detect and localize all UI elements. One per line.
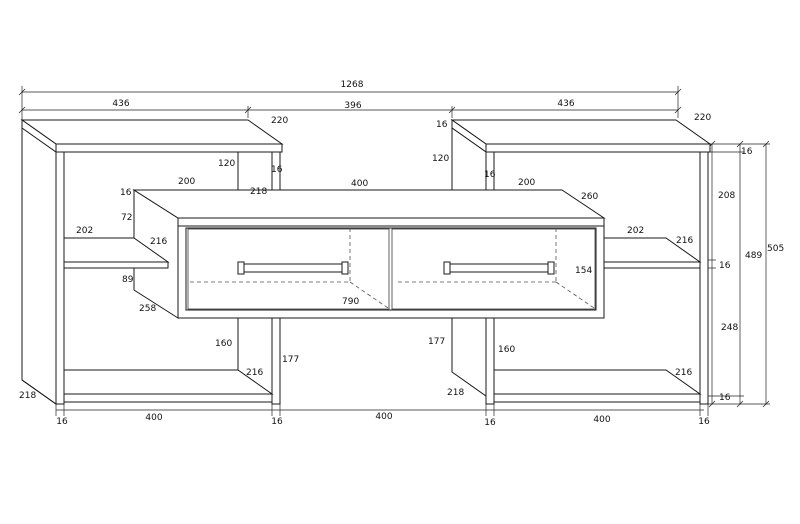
dim-left-bottom-depth: 216 bbox=[246, 368, 263, 378]
dim-left-lower-block-height: 160 bbox=[215, 339, 232, 349]
dimension-labels: 1268 436 396 436 220 220 16 16 120 120 1… bbox=[19, 80, 784, 428]
dim-right-shelf-thk: 16 bbox=[719, 261, 731, 271]
dim-left-base-depth: 218 bbox=[19, 391, 36, 401]
dim-left-upper-depth: 218 bbox=[250, 187, 267, 197]
dim-right-upper-block-height: 120 bbox=[432, 154, 449, 164]
dim-right-top-thk: 16 bbox=[741, 147, 753, 157]
dim-right-lower-block-height: 160 bbox=[498, 345, 515, 355]
dim-top-depth-right: 220 bbox=[694, 113, 711, 123]
dim-bottom-right-span: 400 bbox=[593, 415, 610, 425]
dim-right-shelf-depth: 216 bbox=[676, 236, 693, 246]
dim-drawer-height: 154 bbox=[575, 266, 592, 276]
dim-inner-height: 489 bbox=[745, 251, 762, 261]
dim-right-base-depth: 218 bbox=[447, 388, 464, 398]
dim-total-height: 505 bbox=[767, 244, 784, 254]
dim-base-thk-a: 16 bbox=[56, 417, 68, 427]
drawer-handle-right bbox=[443, 261, 555, 275]
dim-right-upper-height: 208 bbox=[718, 191, 735, 201]
dim-console-top-width: 400 bbox=[351, 179, 368, 189]
drawer-handle-left bbox=[237, 261, 349, 275]
dim-right-upper-block-thk: 16 bbox=[484, 170, 496, 180]
dim-right-base-thk: 16 bbox=[719, 393, 731, 403]
dim-left-lower-gap: 89 bbox=[122, 275, 134, 285]
dim-right-shelf-length: 202 bbox=[627, 226, 644, 236]
dim-left-shelf-depth: 216 bbox=[150, 237, 167, 247]
dim-right-unit-width: 436 bbox=[557, 99, 574, 109]
dim-right-lower-height: 248 bbox=[721, 323, 738, 333]
dim-left-lower-block-clear: 177 bbox=[282, 355, 299, 365]
dim-console-side-thk: 16 bbox=[120, 188, 132, 198]
dim-left-console-depth: 258 bbox=[139, 304, 156, 314]
dim-right-bottom-depth: 216 bbox=[675, 368, 692, 378]
hidden-drawer-lines bbox=[190, 228, 595, 309]
dimension-lines bbox=[18, 86, 770, 416]
dim-right-console-depth: 260 bbox=[581, 192, 598, 202]
dim-right-mid-shelf: 200 bbox=[518, 178, 535, 188]
dim-left-upper-block-thk: 16 bbox=[271, 165, 283, 175]
dim-top-depth-left: 220 bbox=[271, 116, 288, 126]
dim-drawer-front-width: 790 bbox=[342, 297, 359, 307]
dim-upper-thk-right: 16 bbox=[436, 120, 448, 130]
dim-left-upper-block-height: 120 bbox=[218, 159, 235, 169]
left-unit bbox=[20, 119, 284, 405]
dim-bottom-middle-span: 400 bbox=[375, 412, 392, 422]
dim-right-lower-block-clear: 177 bbox=[428, 337, 445, 347]
dim-base-thk-d: 16 bbox=[698, 417, 710, 427]
dim-base-thk-c: 16 bbox=[484, 418, 496, 428]
dim-bottom-left-span: 400 bbox=[145, 413, 162, 423]
dim-overall-width: 1268 bbox=[341, 80, 364, 90]
dim-middle-gap: 396 bbox=[344, 101, 361, 111]
center-console bbox=[132, 189, 606, 319]
dim-left-shelf-length: 202 bbox=[76, 226, 93, 236]
dim-left-mid-shelf: 200 bbox=[178, 177, 195, 187]
dim-console-side-height: 72 bbox=[121, 213, 132, 223]
dim-left-unit-width: 436 bbox=[112, 99, 129, 109]
dim-base-thk-b: 16 bbox=[271, 417, 283, 427]
